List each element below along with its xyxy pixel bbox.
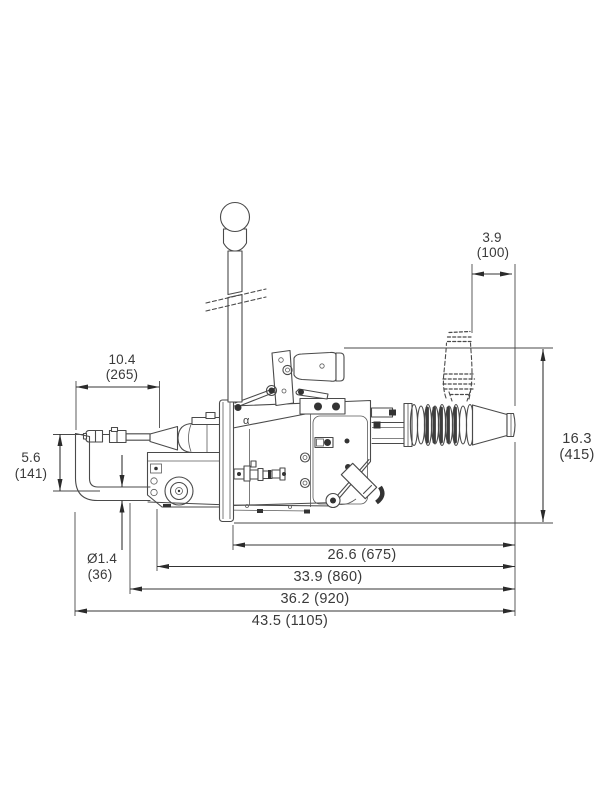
dim-label-length-3: 36.2 (920) [280, 591, 349, 607]
dim-label-length-4: 43.5 (1105) [252, 613, 328, 629]
break-lines [205, 288, 267, 312]
dim-label-grip-pipe-dia-mm: (36) [88, 567, 113, 582]
dim-label-tip-drop-mm: (141) [15, 466, 48, 481]
nozzle-cone [471, 404, 516, 446]
handle-assembly [219, 201, 251, 403]
extension-lines [53, 264, 553, 616]
drive-tube [371, 421, 405, 445]
tip-chuck [82, 426, 151, 444]
valve-fittings [233, 460, 286, 482]
dim-label-length-1: 26.6 (675) [327, 547, 396, 563]
handle-knob [219, 201, 251, 233]
handle-shaft-upper [227, 250, 243, 296]
drive-frame [146, 451, 223, 508]
dashed-hose [442, 330, 476, 402]
dim-length-3: 36.2 (920) [130, 586, 515, 607]
dim-overall-height: 16.3 (415) [540, 349, 594, 522]
dim-length-4: 43.5 (1105) [75, 608, 515, 629]
dim-grip-pipe-dia: Ø1.4 (36) [87, 455, 125, 582]
dim-label-overall-height-in: 16.3 [562, 431, 591, 447]
handle-shaft-lower [227, 293, 243, 403]
dim-label-overall-height-mm: (415) [559, 447, 594, 463]
pulley [164, 476, 194, 506]
handle-collar [222, 228, 248, 252]
grip-pipe [74, 432, 151, 502]
body-mark-label: α [243, 415, 250, 427]
top-latch-bracket [234, 349, 345, 411]
dim-hose-to-tip: 3.9 (100) [472, 230, 512, 277]
angled-fitting [325, 462, 385, 509]
dim-tip-drop: 5.6 (141) [15, 434, 63, 491]
dim-handle-grip-span: 10.4 (265) [76, 352, 160, 390]
dim-label-hose-to-tip-mm: (100) [477, 245, 510, 260]
dim-label-tip-drop-in: 5.6 [21, 450, 40, 465]
dim-label-hose-to-tip-in: 3.9 [482, 230, 501, 245]
dim-label-handle-grip-span-mm: (265) [106, 367, 139, 382]
dim-label-grip-pipe-dia-in: Ø1.4 [87, 551, 117, 566]
dim-length-2: 33.9 (860) [157, 564, 515, 585]
bellows-boot [403, 402, 475, 448]
flange-plate [218, 399, 235, 523]
dim-length-1: 26.6 (675) [233, 542, 515, 563]
dim-label-handle-grip-span-in: 10.4 [108, 352, 135, 367]
motor-unit [149, 411, 224, 454]
dim-label-length-2: 33.9 (860) [293, 569, 362, 585]
